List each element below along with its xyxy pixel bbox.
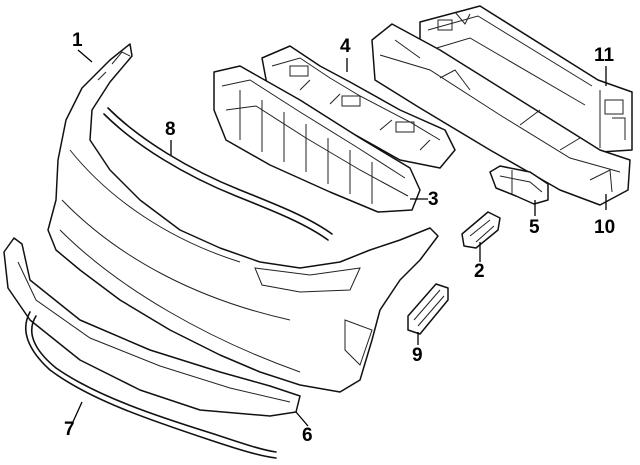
callout-2: 2 — [474, 261, 485, 282]
callout-9: 9 — [412, 345, 423, 366]
callout-11: 11 — [594, 45, 615, 66]
bumper-cover — [47, 43, 439, 393]
side-marker-bracket — [407, 283, 449, 335]
lower-valance — [3, 237, 301, 417]
grille-insert — [213, 65, 421, 213]
callout-10: 10 — [594, 217, 616, 238]
upper-molding-strip — [103, 107, 333, 241]
callout-7: 7 — [64, 419, 75, 440]
side-bracket — [489, 165, 549, 205]
callout-1: 1 — [72, 30, 83, 51]
callout-5: 5 — [529, 217, 540, 238]
energy-absorber — [371, 23, 631, 206]
callout-3: 3 — [428, 189, 439, 210]
small-bracket — [461, 211, 501, 249]
callout-6: 6 — [302, 425, 313, 446]
callout-4: 4 — [340, 36, 351, 57]
leader-lines — [71, 49, 607, 427]
lower-trim-strip — [25, 311, 277, 459]
callout-8: 8 — [165, 119, 176, 140]
